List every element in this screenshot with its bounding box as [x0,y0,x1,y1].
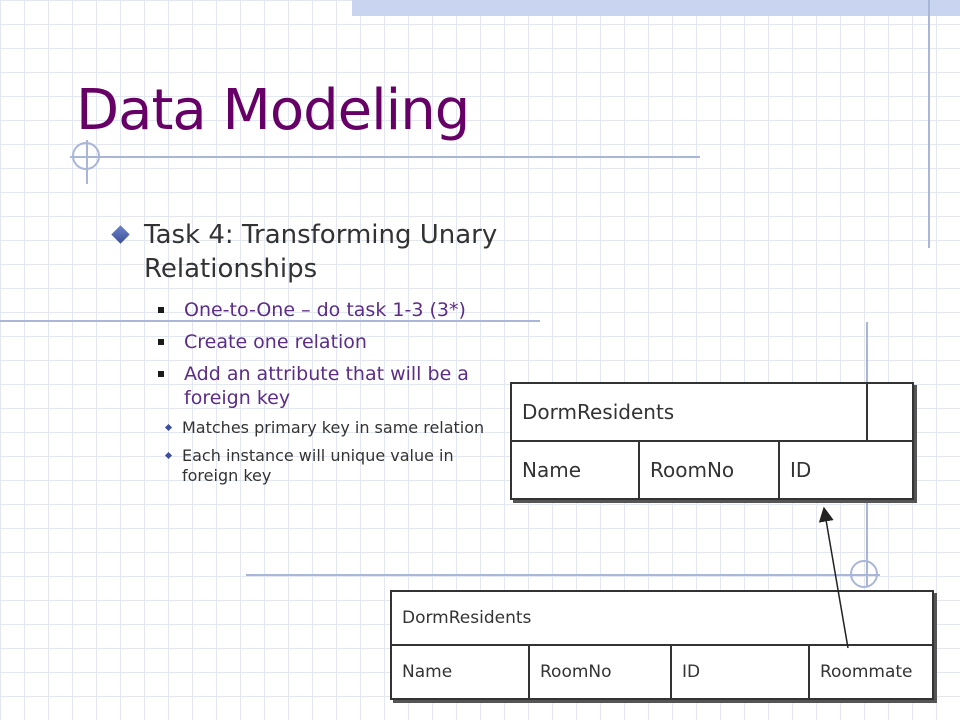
sub-sub-bullet-list: Matches primary key in same relation Eac… [112,418,512,486]
slide-title: Data Modeling [76,78,470,143]
sub-bullet-create-relation: Create one relation [156,330,512,354]
sub-bullet-text: One-to-One – do task 1-3 (3*) [184,299,466,321]
column-name: Name [390,644,530,700]
square-bullet-icon [158,339,164,345]
sub-sub-bullet-text: Matches primary key in same relation [182,418,485,437]
relation-table-before: DormResidents Name RoomNo ID [510,382,914,500]
bullet-task-4: Task 4: Transforming Unary Relationships [111,218,512,286]
template-mid-line [0,320,540,322]
column-roommate: Roommate [808,644,934,700]
column-id: ID [778,440,914,500]
table-columns-row: Name RoomNo ID Roommate [390,644,934,700]
template-circle-left [72,142,100,170]
sub-bullet-one-to-one: One-to-One – do task 1-3 (3*) [156,298,512,322]
sub-bullet-text: Create one relation [184,331,367,353]
sub-sub-bullet-matches: Matches primary key in same relation [164,418,512,438]
template-vertical-line [928,0,930,248]
bullet-text: Task 4: Transforming Unary Relationships [144,220,498,284]
column-name: Name [510,440,640,500]
sub-bullet-list: One-to-One – do task 1-3 (3*) Create one… [112,298,512,410]
column-id: ID [670,644,810,700]
square-bullet-icon [158,371,164,377]
column-roomno: RoomNo [528,644,672,700]
column-roomno: RoomNo [638,440,780,500]
bullet-list: Task 4: Transforming Unary Relationships… [111,218,512,494]
sub-sub-bullet-text: Each instance will unique value in forei… [182,446,454,485]
empty-cell [866,382,914,442]
template-top-bar [352,0,960,16]
table-columns-row: Name RoomNo ID [510,440,914,500]
square-bullet-icon [158,307,164,313]
table-header-row: DormResidents [510,382,914,442]
sub-bullet-text: Add an attribute that will be a foreign … [184,363,469,409]
arrow-line [818,506,849,649]
relation-name: DormResidents [510,382,868,442]
sub-sub-bullet-unique: Each instance will unique value in forei… [164,446,512,486]
sub-bullet-add-attribute: Add an attribute that will be a foreign … [156,362,512,410]
template-bottom-line [246,574,880,576]
template-title-underline [70,156,700,158]
